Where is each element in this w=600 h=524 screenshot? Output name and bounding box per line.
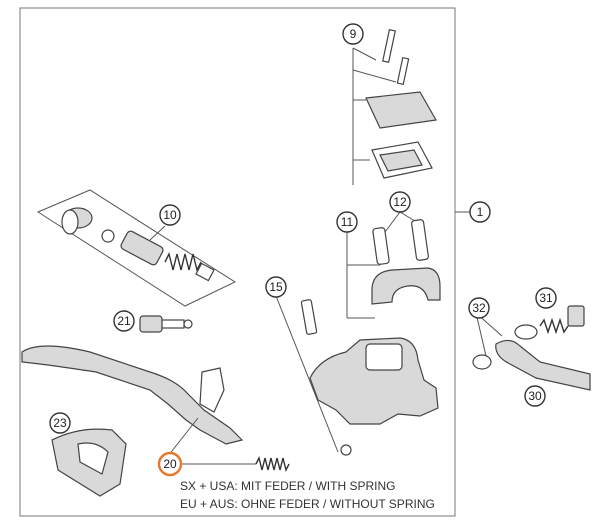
- callout-21[interactable]: 21: [113, 310, 135, 332]
- diagram-frame: [19, 7, 456, 517]
- svg-text:21: 21: [117, 314, 131, 328]
- clamp-group: [346, 211, 441, 319]
- spring-20: [181, 455, 290, 473]
- svg-text:10: 10: [163, 208, 177, 222]
- svg-text:20: 20: [163, 457, 177, 471]
- callout-15[interactable]: 15: [265, 276, 287, 298]
- callout-32[interactable]: 32: [468, 297, 490, 319]
- svg-text:15: 15: [269, 280, 283, 294]
- lever-cover-group: [51, 428, 127, 497]
- svg-text:30: 30: [528, 389, 542, 403]
- svg-text:31: 31: [539, 291, 553, 305]
- svg-text:11: 11: [341, 215, 354, 229]
- note-without-spring: EU + AUS: OHNE FEDER / WITHOUT SPRING: [180, 497, 435, 511]
- piston-kit-group: [36, 189, 237, 307]
- svg-text:12: 12: [393, 195, 407, 209]
- callout-9[interactable]: 9: [342, 23, 364, 45]
- lever-group: [21, 345, 244, 457]
- callout-30[interactable]: 30: [524, 385, 546, 407]
- callout-31[interactable]: 31: [535, 287, 557, 309]
- note-with-spring: SX + USA: MIT FEDER / WITH SPRING: [180, 479, 395, 493]
- callout-1[interactable]: 1: [469, 201, 491, 223]
- hose-group: [455, 211, 591, 391]
- svg-text:9: 9: [350, 27, 357, 41]
- reservoir-cap-group: [352, 29, 437, 185]
- svg-text:1: 1: [477, 205, 484, 219]
- master-cylinder-group: [275, 295, 439, 456]
- callout-23[interactable]: 23: [49, 412, 71, 434]
- callout-20-highlighted[interactable]: 20: [157, 451, 183, 477]
- adjuster-group: [139, 315, 193, 333]
- callout-12[interactable]: 12: [389, 191, 411, 213]
- callout-11[interactable]: 11: [336, 211, 358, 233]
- svg-text:23: 23: [53, 416, 67, 430]
- callout-10[interactable]: 10: [159, 204, 181, 226]
- svg-text:32: 32: [472, 301, 486, 315]
